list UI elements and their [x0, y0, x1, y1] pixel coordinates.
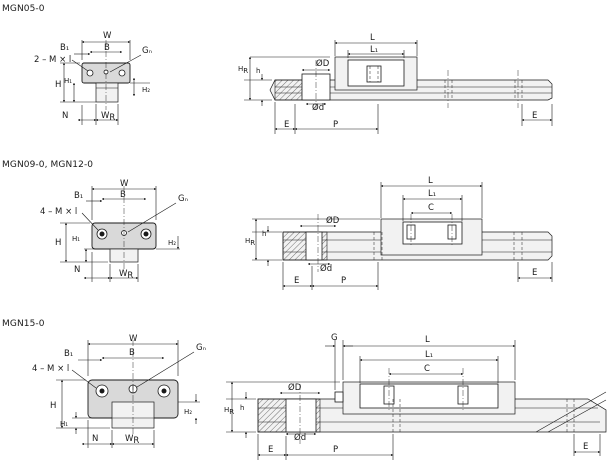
mgn15-dim-l1: L₁	[425, 350, 433, 360]
mgn05-dim-b1: B₁	[60, 43, 69, 53]
mgn05-dim-h1: H₁	[64, 77, 72, 85]
mgn15-dim-b: B	[129, 348, 135, 358]
mgn15-dim-d: Ød	[294, 432, 306, 443]
mgn05-dim-l: L	[370, 33, 375, 43]
mgn09-dim-n: N	[74, 265, 80, 275]
mgn05-dim-w: W	[103, 31, 112, 41]
section-title-mgn05: MGN05-0	[2, 4, 45, 14]
mgn05-mount-hole-right	[118, 69, 126, 77]
mgn05-rail	[95, 82, 119, 103]
mgn05-front-view: W B B₁ Gₙ 2 – M × l H H₁ H₂	[34, 31, 152, 125]
mgn09-dim-l: L	[428, 176, 433, 186]
mgn05-dim-h-side: h	[256, 67, 260, 75]
mgn05-dim-h2: H₂	[142, 86, 150, 94]
mgn09-dim-hr: HR	[245, 237, 255, 247]
mgn05-dim-b: B	[104, 43, 110, 53]
mgn09-dim-c: C	[428, 203, 434, 213]
mgn15-dim-n: N	[92, 434, 98, 444]
mgn09-side-view: L L₁ C ØD Ød HR h	[245, 176, 553, 290]
mgn09-dim-h1: H₁	[72, 235, 80, 243]
mgn09-dim-d: Ød	[320, 263, 332, 274]
mgn09-dim-h: H	[55, 238, 61, 248]
mgn05-dim-h: H	[55, 80, 61, 90]
mgn09-dim-e-right: E	[532, 268, 537, 278]
mgn05-dim-e-left: E	[284, 120, 289, 130]
mgn09-dim-e-left: E	[294, 276, 299, 286]
mgn15-side-view: G L L₁ C ØD Ød HR h	[224, 333, 607, 460]
mgn09-dim-od: ØD	[326, 215, 340, 226]
section-title-mgn15: MGN15-0	[2, 319, 45, 329]
section-title-mgn09-mgn12: MGN09-0, MGN12-0	[2, 160, 94, 170]
mgn05-dim-n: N	[62, 111, 68, 121]
mgn15-dim-e-right: E	[583, 442, 588, 452]
mgn05-dim-hr: HR	[238, 65, 248, 75]
mgn09-dim-b: B	[120, 190, 126, 200]
mgn09-dim-h2: H₂	[168, 239, 176, 247]
mgn15-dim-b1: B₁	[64, 349, 73, 359]
mgn15-dim-od: ØD	[288, 382, 302, 393]
mgn05-dim-d: Ød	[312, 102, 324, 113]
mgn15-dim-e-left: E	[268, 445, 273, 455]
mgn09-dim-wr: WR	[119, 269, 133, 281]
mgn15-grease-nipple-side	[334, 391, 344, 403]
mgn15-dim-p: P	[333, 445, 338, 455]
mgn05-mount-hole-left	[86, 69, 94, 77]
mgn05-dim-od: ØD	[316, 58, 330, 69]
mgn05-dim-e-right: E	[532, 111, 537, 121]
mgn09-dim-p: P	[341, 276, 346, 286]
mgn15-dim-g: G	[331, 333, 338, 343]
mgn09-dim-h-side: h	[262, 230, 266, 238]
mgn05-dim-mxl: 2 – M × l	[34, 55, 71, 65]
mgn15-front-view: W B B₁ Gₙ 4 – M × l H H₁ H₂	[32, 334, 206, 448]
mgn09-dim-gn: Gₙ	[178, 194, 188, 204]
mgn05-side-view: L L₁ ØD Ød h HR E	[238, 33, 553, 134]
mgn15-dim-h1: H₁	[60, 420, 68, 428]
mgn09-dim-w: W	[120, 179, 129, 189]
mgn09-dim-b1: B₁	[74, 191, 83, 201]
mgn15-dim-c: C	[424, 364, 430, 374]
mgn09-front-view: W B B₁ Gₙ 4 – M × l H H₁ H₂	[40, 179, 188, 282]
mgn15-dim-mxl: 4 – M × l	[32, 364, 69, 374]
mgn15-dim-w: W	[129, 334, 138, 344]
mgn05-dim-p: P	[333, 120, 338, 130]
mgn09-dim-l1: L₁	[428, 189, 436, 199]
mgn15-dim-h2: H₂	[184, 408, 192, 416]
mgn15-dim-wr: WR	[125, 434, 139, 446]
mgn15-dim-h: H	[50, 401, 56, 411]
mgn05-dim-wr: WR	[101, 111, 115, 123]
mgn09-dim-mxl: 4 – M × l	[40, 207, 77, 217]
mgn15-dim-l: L	[425, 335, 430, 345]
mgn15-dim-gn: Gₙ	[196, 343, 206, 353]
mgn15-dim-h-side: h	[240, 404, 244, 412]
mgn05-dim-gn: Gₙ	[142, 46, 152, 56]
mgn15-dim-hr: HR	[224, 406, 234, 416]
mgn05-dim-l1: L₁	[370, 45, 378, 55]
